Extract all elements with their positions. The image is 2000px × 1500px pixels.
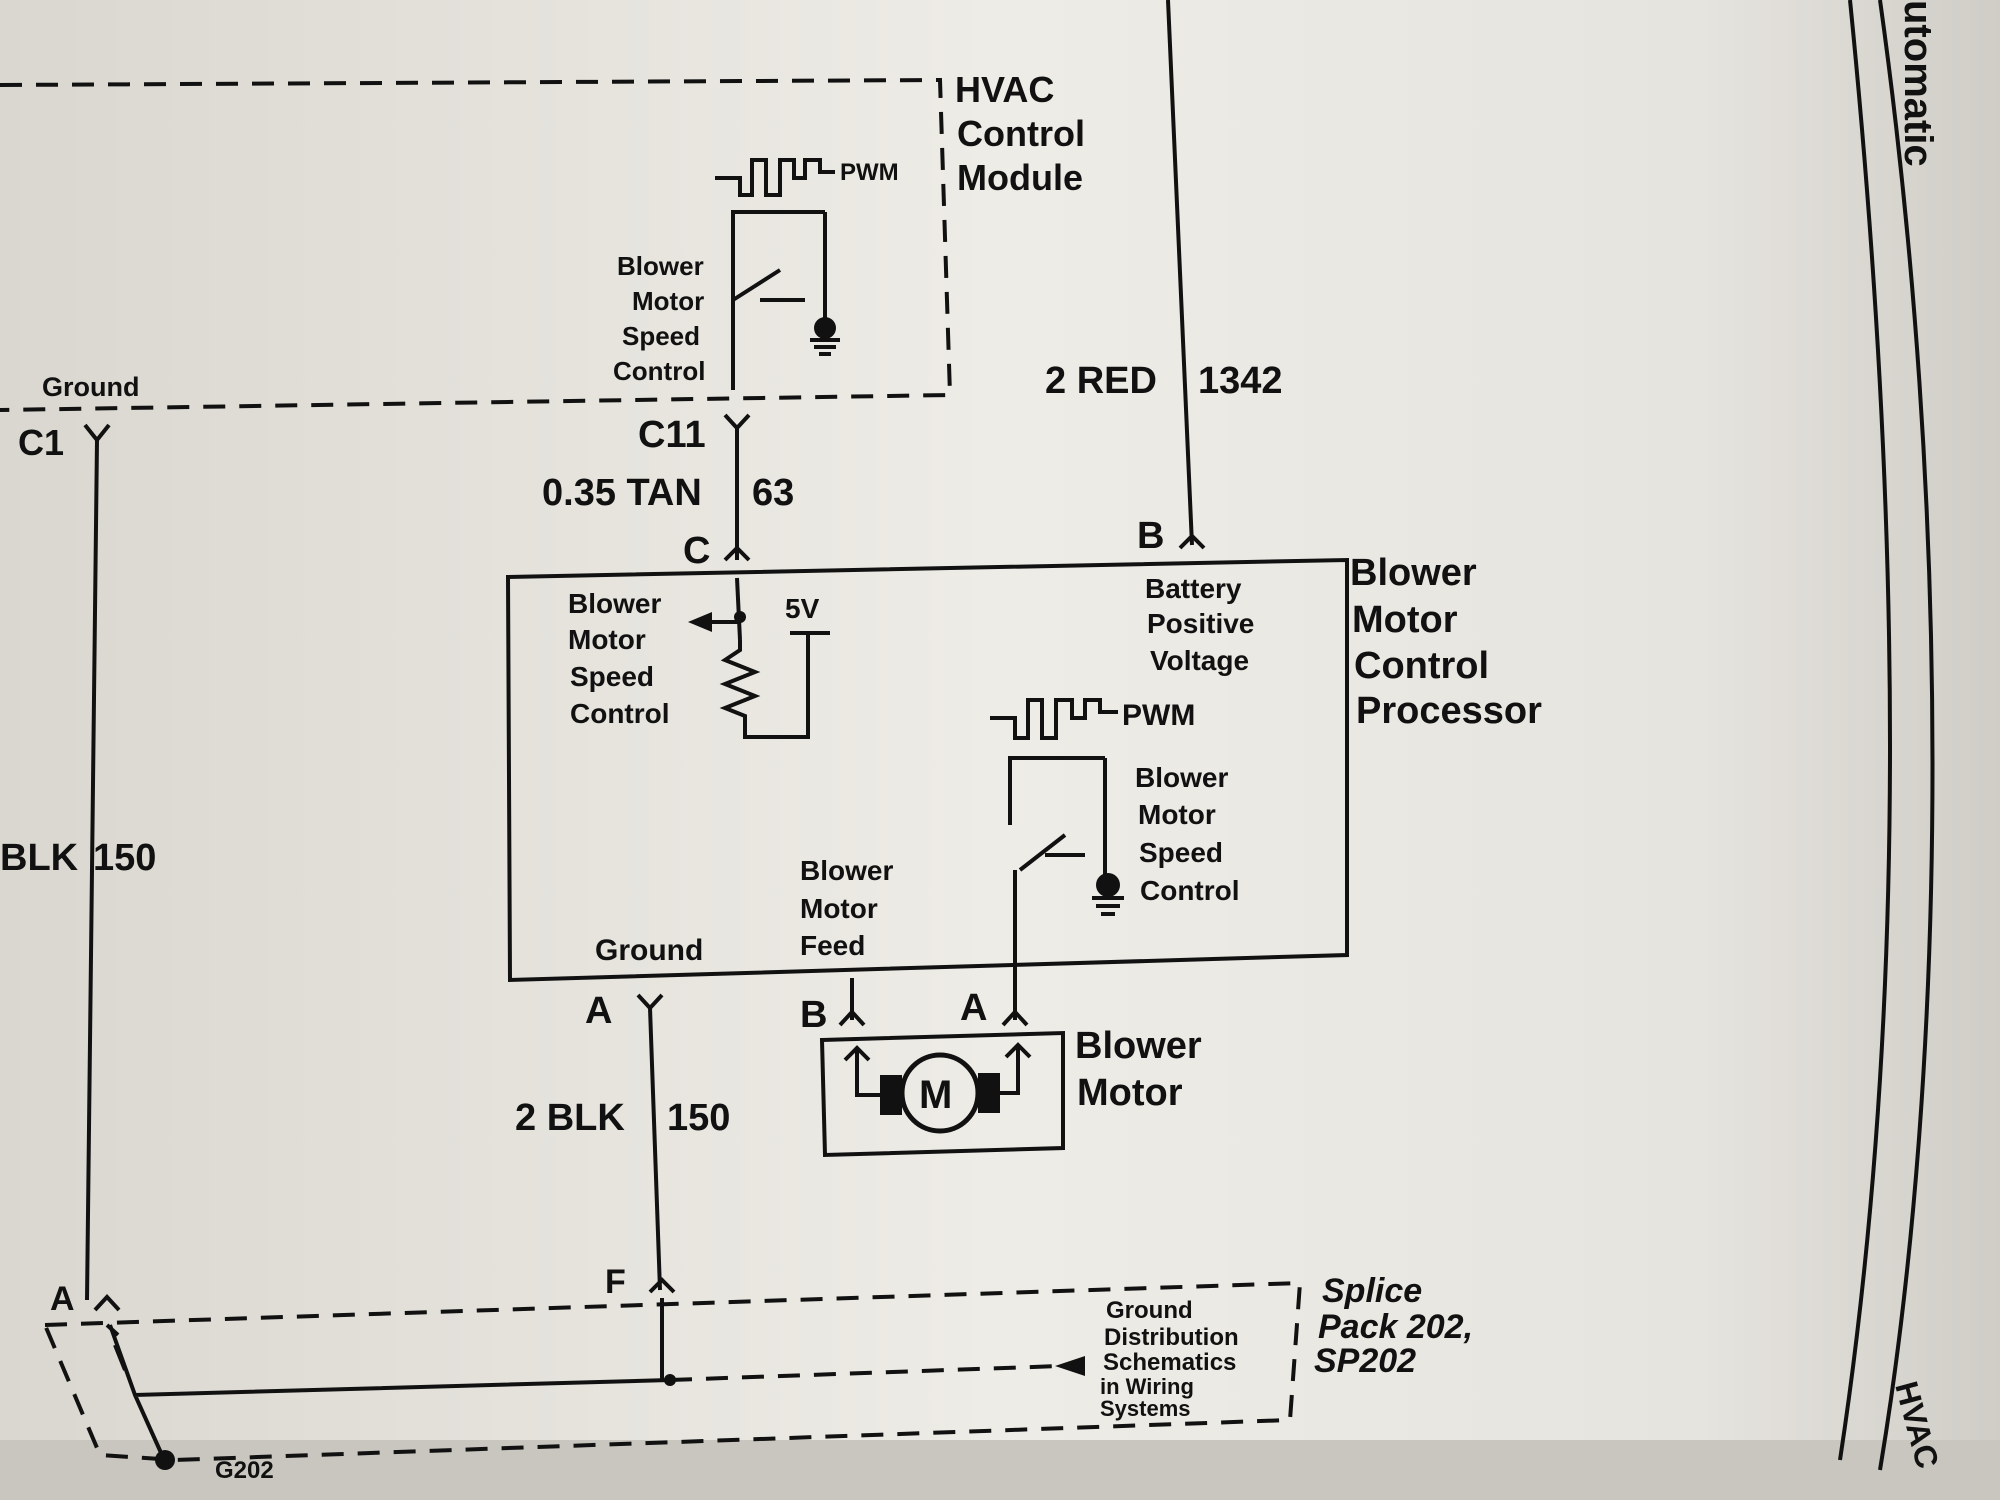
proc-node-dot (734, 611, 746, 623)
proc-ground-pin (636, 993, 664, 1291)
processor-title-4: Processor (1356, 690, 1542, 732)
hvac-speed-line-4: Control (613, 356, 705, 386)
proc-battery-3: Voltage (1150, 645, 1249, 676)
proc-feed-pin (838, 978, 866, 1027)
proc-speed-out-3: Speed (1139, 837, 1223, 868)
motor-label-1: Blower (1075, 1025, 1202, 1067)
tan-gauge-color: 0.35 TAN (542, 472, 702, 514)
red-pin: B (1137, 515, 1164, 557)
motor-leads (843, 1042, 1032, 1097)
hvac-pwm-waveform (715, 158, 835, 197)
proc-five-volt: 5V (785, 593, 820, 624)
blk-left-circuit: 150 (93, 837, 156, 879)
hvac-title-1: HVAC (955, 69, 1054, 110)
page-shadow (0, 1440, 2000, 1500)
tan-circuit: 63 (752, 472, 794, 514)
proc-pin-ground: A (585, 990, 612, 1032)
proc-motor-pin (1001, 978, 1029, 1027)
proc-speed-in-2: Motor (568, 624, 646, 655)
page-edge-line-outer (1878, 0, 1935, 1471)
tan-connector: C11 (638, 414, 706, 456)
blk-left-gauge: BLK (0, 837, 79, 879)
proc-pin-feed: B (800, 994, 827, 1036)
proc-feed-3: Feed (800, 930, 865, 961)
proc-speed-in-1: Blower (568, 588, 661, 619)
proc-pwm-label: PWM (1122, 699, 1195, 732)
motor-label-2: Motor (1077, 1072, 1183, 1114)
ground-top-connector: C1 (18, 422, 64, 463)
red-wire (1166, 0, 1194, 546)
hvac-title-2: Control (957, 113, 1085, 154)
g202-dot (155, 1450, 175, 1470)
splice-pin-left: A (50, 1280, 75, 1318)
margin-label-top: utomatic (1896, 0, 1940, 167)
hvac-ground-symbol (810, 338, 840, 356)
red-pin-arrow (1178, 533, 1206, 550)
blk-mid-gauge: 2 BLK (515, 1097, 625, 1139)
splice-note-2: Distribution (1104, 1324, 1239, 1351)
motor-brush-right (978, 1073, 1000, 1113)
processor-title-1: Blower (1350, 552, 1477, 594)
proc-ground-symbol (1092, 896, 1124, 916)
hvac-speed-line-2: Motor (632, 286, 704, 316)
motor-symbol: M (919, 1073, 952, 1117)
proc-speed-in-arrow (688, 612, 712, 632)
splice-pack-border (43, 1280, 1303, 1463)
splice-note-arrow (1055, 1356, 1085, 1376)
splice-f-connector (648, 1277, 676, 1380)
proc-transistor (1008, 756, 1107, 980)
tan-wire (723, 413, 751, 560)
proc-pwm-waveform (990, 698, 1118, 740)
g202-label: G202 (215, 1457, 274, 1484)
proc-ground-dot (1096, 873, 1120, 897)
proc-battery-1: Battery (1145, 573, 1242, 604)
splice-title-1: Splice (1322, 1272, 1422, 1310)
proc-feed-2: Motor (800, 893, 878, 924)
hvac-transistor (731, 210, 827, 390)
proc-feed-1: Blower (800, 855, 893, 886)
splice-note-1: Ground (1106, 1297, 1193, 1324)
splice-note-3: Schematics (1103, 1349, 1236, 1376)
splice-pin-f: F (605, 1263, 626, 1301)
proc-battery-2: Positive (1147, 608, 1254, 639)
hvac-module-border (0, 77, 953, 412)
blk-mid-circuit: 150 (667, 1097, 730, 1139)
splice-note-arrow-line (669, 1364, 1061, 1382)
red-circuit: 1342 (1198, 360, 1283, 402)
hvac-title-3: Module (957, 157, 1083, 198)
proc-ground-label: Ground (595, 934, 703, 967)
hvac-pwm-label: PWM (840, 159, 899, 186)
red-gauge-color: 2 RED (1045, 360, 1157, 402)
motor-brush-left (880, 1075, 902, 1115)
processor-title-2: Motor (1352, 599, 1458, 641)
splice-note-5: Systems (1100, 1396, 1191, 1421)
processor-box (505, 557, 1349, 983)
splice-bus (108, 1324, 671, 1456)
processor-title-3: Control (1354, 645, 1489, 687)
splice-title-3: SP202 (1314, 1342, 1416, 1380)
hvac-speed-line-3: Speed (622, 321, 700, 351)
hvac-speed-line-1: Blower (617, 251, 704, 281)
splice-note-4: in Wiring (1100, 1374, 1194, 1399)
proc-pin-motor: A (960, 987, 987, 1029)
proc-speed-out-4: Control (1140, 875, 1240, 906)
motor-housing (819, 1030, 1065, 1158)
page-edge-line (1838, 0, 1892, 1461)
motor-symbol-circle (899, 1052, 981, 1134)
hvac-ground-dot (814, 317, 836, 339)
proc-speed-in-circuit (700, 577, 830, 739)
proc-speed-in-4: Control (570, 698, 670, 729)
ground-top-pin (83, 423, 111, 1301)
ground-top-label: Ground (42, 372, 139, 402)
tan-pin-arrow (723, 545, 751, 562)
proc-speed-out-2: Motor (1138, 799, 1216, 830)
proc-speed-out-1: Blower (1135, 762, 1228, 793)
splice-title-2: Pack 202, (1318, 1308, 1473, 1346)
proc-speed-in-3: Speed (570, 661, 654, 692)
tan-pin: C (683, 530, 710, 572)
